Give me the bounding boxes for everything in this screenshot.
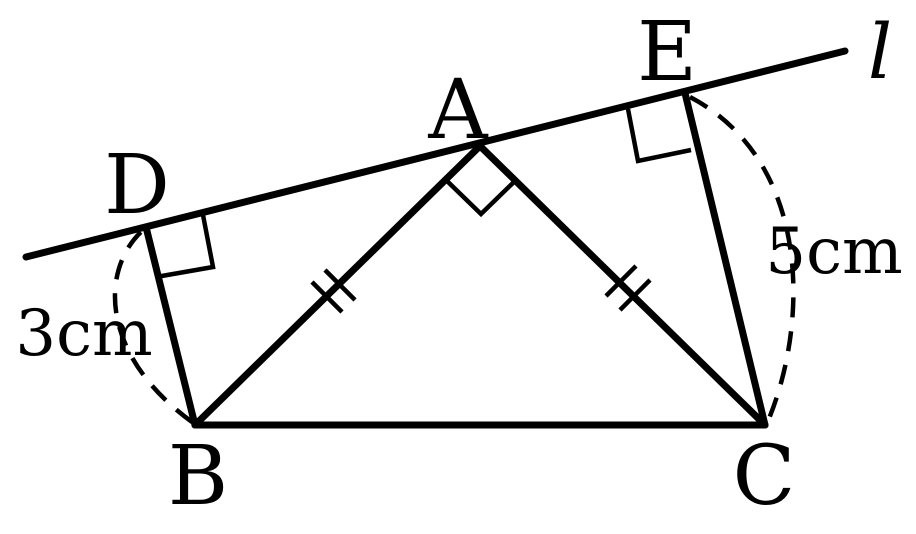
segment-ce (681, 89, 769, 429)
line-l (22, 47, 849, 261)
tick-marks-ac (604, 264, 652, 312)
label-b: B (168, 429, 228, 524)
label-e: E (637, 5, 697, 100)
measure-ce: 5cm (765, 215, 902, 289)
dashed-arc-ce (688, 95, 796, 422)
dashed-arc-bd (112, 229, 194, 424)
right-angle-mark-d (155, 214, 216, 280)
label-c: C (733, 429, 796, 524)
segment-bd (142, 223, 199, 429)
label-a: A (427, 63, 489, 158)
segment-ac (476, 142, 769, 429)
tick-marks-ab (310, 268, 357, 314)
right-angle-mark-e (625, 108, 692, 164)
right-angle-mark-a (444, 178, 518, 218)
measure-bd: 3cm (15, 297, 152, 371)
label-d: D (104, 138, 170, 233)
label-line-l: l (868, 7, 892, 96)
